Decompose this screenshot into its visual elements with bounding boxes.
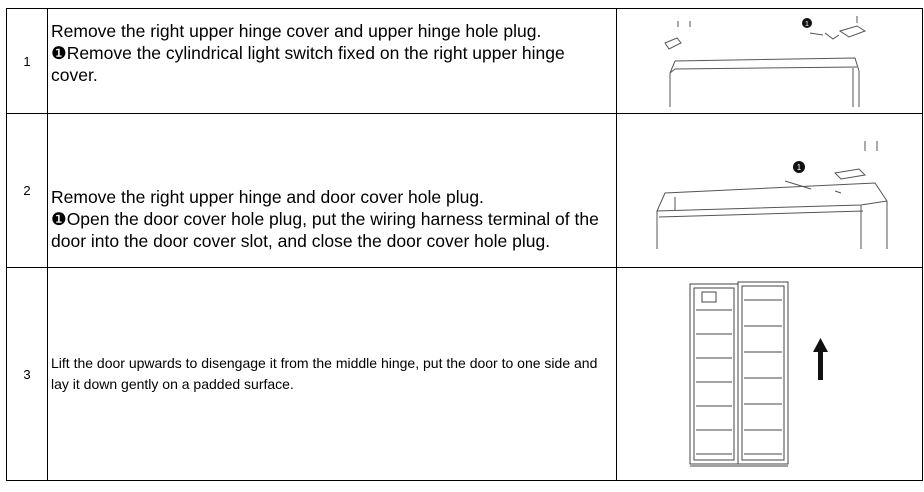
step-line-2: ❶Open the door cover hole plug, put the … bbox=[51, 208, 599, 251]
step-line-2: ❶Remove the cylindrical light switch fix… bbox=[51, 43, 565, 85]
step-instruction: Remove the right upper hinge cover and u… bbox=[51, 20, 616, 86]
arrow-up-icon bbox=[812, 338, 828, 380]
step-row-2: 2 Remove the right upper hinge and door … bbox=[6, 113, 923, 268]
step-instruction: Remove the right upper hinge and door co… bbox=[51, 186, 616, 252]
hinge-removal-illustration: 1 bbox=[656, 140, 887, 249]
instruction-table: 1 Remove the right upper hinge cover and… bbox=[6, 8, 923, 481]
svg-text:1: 1 bbox=[805, 21, 809, 28]
callout-marker-icon bbox=[792, 160, 805, 173]
svg-text:1: 1 bbox=[796, 163, 801, 172]
callout-marker-icon bbox=[801, 18, 812, 28]
step-number: 3 bbox=[6, 267, 48, 481]
step-illustration: 1 bbox=[616, 113, 923, 268]
step-instruction: Lift the door upwards to disengage it fr… bbox=[51, 354, 598, 393]
step-row-1: 1 Remove the right upper hinge cover and… bbox=[6, 8, 923, 114]
step-illustration bbox=[616, 267, 923, 481]
step-text: Remove the right upper hinge cover and u… bbox=[47, 8, 617, 114]
step-line-1: Remove the right upper hinge cover and u… bbox=[51, 21, 542, 41]
hinge-cover-illustration: 1 bbox=[663, 16, 866, 107]
step-number: 1 bbox=[6, 8, 48, 114]
step-number: 2 bbox=[6, 113, 48, 268]
step-row-3: 3 Lift the door upwards to disengage it … bbox=[6, 267, 923, 481]
fridge-door-lift-illustration bbox=[689, 281, 828, 467]
step-text: Lift the door upwards to disengage it fr… bbox=[47, 267, 617, 481]
step-illustration: 1 bbox=[616, 8, 923, 114]
step-text: Remove the right upper hinge and door co… bbox=[47, 113, 617, 268]
step-line-1: Remove the right upper hinge and door co… bbox=[51, 186, 484, 207]
